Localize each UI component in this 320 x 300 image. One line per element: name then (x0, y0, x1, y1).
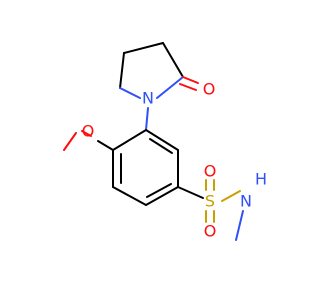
bond-benzene-to-s (177, 186, 204, 199)
bond-ring-c2-c3 (162, 42, 184, 78)
bond-n-to-methyl (235, 210, 244, 241)
bond-benzene-4 (112, 186, 147, 206)
atom-carbonyl-oxygen: O (203, 80, 216, 99)
bond-benzene-inner-2 (146, 183, 172, 198)
bond-methoxy-o-part (81, 130, 92, 137)
atom-sulfonyl-oxygen-top: O (204, 162, 217, 181)
bond-ring-c4-n (119, 87, 141, 99)
bond-ring-c1-c2 (123, 42, 164, 54)
atom-labels: O N O S O O N H (82, 80, 267, 241)
atom-amide-hydrogen: H (255, 170, 267, 189)
bond-benzene-1 (145, 129, 179, 151)
bond-ring-n-c3 (156, 76, 184, 99)
atom-methoxy-oxygen: O (82, 122, 95, 141)
sulfonamide-group (177, 179, 244, 241)
pyrrolidinone-ring (119, 42, 199, 131)
atom-sulfonyl-oxygen-bottom: O (204, 222, 217, 241)
bond-carbonyl-double-2 (179, 83, 197, 91)
bond-benzene-3 (145, 186, 179, 206)
bond-n-to-benzene (145, 107, 149, 131)
atom-amide-nitrogen: N (240, 192, 252, 211)
benzene-ring (112, 129, 179, 206)
methoxy-group (63, 130, 114, 151)
atom-sulfur: S (205, 192, 215, 211)
bond-benzene-to-methoxy-o (97, 140, 114, 151)
bond-ring-c1-c4 (119, 52, 125, 89)
molecule-structure-diagram: O N O S O O N H (63, 42, 267, 241)
bond-carbonyl-double-1 (182, 76, 199, 84)
atom-ring-nitrogen: N (142, 89, 154, 108)
bond-methoxy-o-to-ch3 (63, 132, 77, 151)
bond-s-to-n (221, 190, 241, 202)
bond-benzene-inner-1 (149, 138, 173, 154)
bond-benzene-6 (112, 129, 147, 151)
